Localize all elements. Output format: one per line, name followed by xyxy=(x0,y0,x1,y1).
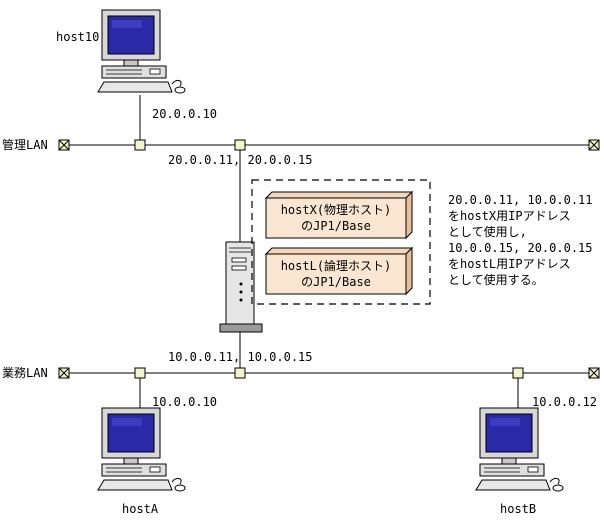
logical-host-title: hostL(論理ホスト) xyxy=(280,259,392,273)
logical-host-box xyxy=(264,246,414,296)
hostB-computer-icon xyxy=(475,407,564,492)
ip-usage-note-line: として使用する。 xyxy=(448,273,544,287)
host10-computer-icon xyxy=(97,9,186,94)
hostA-ip-label: 10.0.0.10 xyxy=(152,395,218,409)
cluster-boundary xyxy=(251,179,431,305)
server-business-ip-label: 10.0.0.11, 10.0.0.15 xyxy=(168,350,313,364)
physical-host-subtitle: のJP1/Base xyxy=(301,219,371,233)
management-lan-label: 管理LAN xyxy=(2,138,48,152)
business-lan-label: 業務LAN xyxy=(2,366,48,380)
hostA-name-label: hostA xyxy=(122,502,159,516)
server-tower-icon xyxy=(219,241,263,333)
host10-ip-label: 20.0.0.10 xyxy=(152,107,218,121)
host10-name-label: host10 xyxy=(56,30,100,44)
ip-usage-note-line: 20.0.0.11, 10.0.0.11 xyxy=(448,193,593,207)
terminator-icon xyxy=(58,367,70,379)
server-business-port xyxy=(234,367,246,379)
physical-host-title: hostX(物理ホスト) xyxy=(280,203,392,217)
server-mgmt-port xyxy=(234,139,246,151)
hostA-computer-icon xyxy=(97,407,186,492)
ip-usage-note-line: 10.0.0.15, 20.0.0.15 xyxy=(448,241,593,255)
ip-usage-note-line: をhostL用IPアドレス xyxy=(448,257,571,271)
ip-usage-note-line: として使用し, xyxy=(448,225,527,239)
server-mgmt-ip-label: 20.0.0.11, 20.0.0.15 xyxy=(168,153,313,167)
ip-usage-note-line: をhostX用IPアドレス xyxy=(448,209,571,223)
hostB-port xyxy=(512,367,524,379)
logical-host-subtitle: のJP1/Base xyxy=(301,275,371,289)
terminator-icon xyxy=(588,367,600,379)
terminator-icon xyxy=(588,139,600,151)
host10-port xyxy=(134,139,146,151)
hostA-port xyxy=(134,367,146,379)
hostB-ip-label: 10.0.0.12 xyxy=(532,395,598,409)
terminator-icon xyxy=(58,139,70,151)
hostB-name-label: hostB xyxy=(500,502,537,516)
physical-host-box xyxy=(264,190,414,240)
